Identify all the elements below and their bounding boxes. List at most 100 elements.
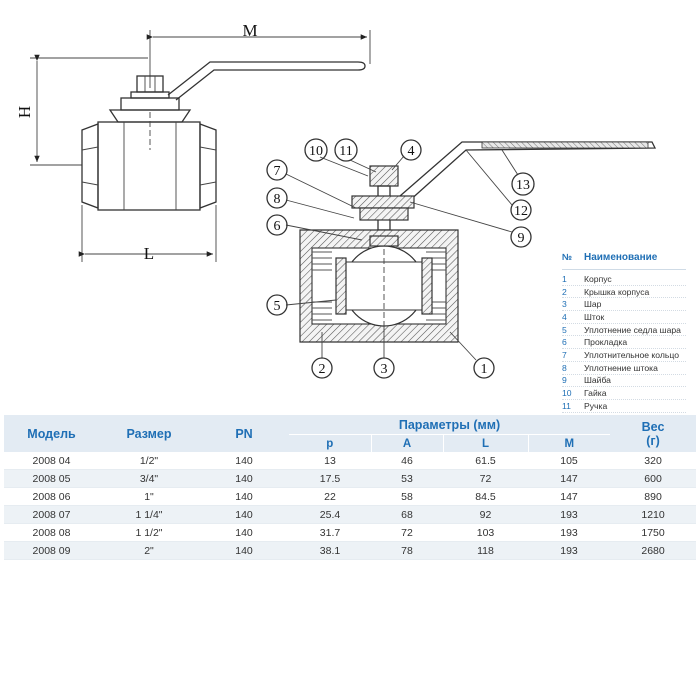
part-name: Уплотнение седла шара xyxy=(584,324,681,335)
parts-legend-item: 2 Крышка корпуса xyxy=(562,286,686,299)
callout-7: 7 xyxy=(274,164,281,179)
callout-5: 5 xyxy=(274,299,281,314)
cell-model: 2008 05 xyxy=(4,469,99,488)
cell-size: 1/2" xyxy=(99,452,199,470)
cell-pn: 140 xyxy=(199,523,289,542)
parts-legend-item: 10 Гайка xyxy=(562,387,686,400)
part-name: Уплотнительное кольцо xyxy=(584,349,679,360)
part-name: Шток xyxy=(584,311,605,322)
part-number: 11 xyxy=(562,400,571,411)
cell-m: 193 xyxy=(528,541,611,560)
cell-weight: 1750 xyxy=(610,523,697,542)
parts-legend-item: 6 Прокладка xyxy=(562,336,686,350)
cell-size: 1 1/4" xyxy=(99,505,199,524)
cell-l: 103 xyxy=(443,523,528,542)
parts-legend-item: 4 Шток xyxy=(562,311,686,324)
cell-p: 22 xyxy=(289,487,371,506)
cell-m: 147 xyxy=(528,469,611,488)
header-model: Модель xyxy=(4,415,99,452)
cell-weight: 890 xyxy=(610,487,697,506)
part-number: 6 xyxy=(562,337,567,348)
cell-p: 13 xyxy=(289,452,371,470)
parts-header-no: № xyxy=(562,252,573,262)
header-l: L xyxy=(443,434,529,452)
cell-m: 105 xyxy=(528,452,611,470)
external-view: M H L xyxy=(15,21,371,263)
header-weight: Вес (г) xyxy=(610,415,697,452)
cell-a: 58 xyxy=(371,487,443,506)
part-name: Прокладка xyxy=(584,337,628,348)
callout-1: 1 xyxy=(481,362,488,377)
part-name: Ручка xyxy=(584,400,608,411)
callout-4: 4 xyxy=(408,144,415,159)
header-a: A xyxy=(371,434,444,452)
cell-p: 31.7 xyxy=(289,523,371,542)
dim-m-label: M xyxy=(242,21,257,40)
callout-13: 13 xyxy=(516,178,530,193)
cell-a: 72 xyxy=(371,523,443,542)
cell-p: 38.1 xyxy=(289,541,371,560)
cell-a: 78 xyxy=(371,541,443,560)
dim-h-label: H xyxy=(15,106,34,118)
cell-size: 1 1/2" xyxy=(99,523,199,542)
cell-size: 3/4" xyxy=(99,469,199,488)
cell-size: 1" xyxy=(99,487,199,506)
cell-l: 92 xyxy=(443,505,528,524)
cell-p: 17.5 xyxy=(289,469,371,488)
dim-l-label: L xyxy=(144,244,154,263)
part-number: 2 xyxy=(562,286,567,297)
parts-legend-item: 7 Уплотнительное кольцо xyxy=(562,349,686,362)
cell-pn: 140 xyxy=(199,469,289,488)
parts-legend-item: 11 Ручка xyxy=(562,400,686,413)
cell-p: 25.4 xyxy=(289,505,371,524)
part-number: 5 xyxy=(562,324,567,335)
cell-pn: 140 xyxy=(199,487,289,506)
part-number: 7 xyxy=(562,349,567,360)
part-name: Уплотнение штока xyxy=(584,362,658,373)
cell-model: 2008 09 xyxy=(4,541,99,560)
part-name: Гайка xyxy=(584,388,607,399)
cell-pn: 140 xyxy=(199,541,289,560)
callout-9: 9 xyxy=(518,231,525,246)
part-number: 4 xyxy=(562,311,567,322)
cell-pn: 140 xyxy=(199,505,289,524)
section-view xyxy=(299,141,657,343)
cell-l: 61.5 xyxy=(443,452,528,470)
valve-drawings: M H L xyxy=(15,21,657,379)
parts-header-name: Наименование xyxy=(584,251,658,263)
cell-pn: 140 xyxy=(199,452,289,470)
spec-table: Модель Размер PN Параметры (мм) Вес (г) … xyxy=(4,415,697,560)
cell-l: 118 xyxy=(443,541,528,560)
callout-12: 12 xyxy=(514,204,528,219)
cell-weight: 2680 xyxy=(610,541,697,560)
header-pn: PN xyxy=(199,415,289,452)
header-weight-line2: (г) xyxy=(646,433,660,448)
cell-l: 72 xyxy=(443,469,528,488)
part-number: 1 xyxy=(562,273,567,284)
callout-6: 6 xyxy=(274,219,281,234)
part-name: Шар xyxy=(584,299,602,310)
cell-a: 68 xyxy=(371,505,443,524)
cell-weight: 1210 xyxy=(610,505,697,524)
callout-11: 11 xyxy=(339,144,352,159)
header-m: M xyxy=(528,434,611,452)
header-p: p xyxy=(289,434,372,452)
cell-model: 2008 04 xyxy=(4,452,99,470)
cell-weight: 320 xyxy=(610,452,697,470)
part-name: Шайба xyxy=(584,375,611,386)
cell-l: 84.5 xyxy=(443,487,528,506)
header-size: Размер xyxy=(99,415,199,452)
cell-m: 193 xyxy=(528,523,611,542)
cell-weight: 600 xyxy=(610,469,697,488)
part-number: 10 xyxy=(562,388,572,399)
part-name: Крышка корпуса xyxy=(584,286,650,297)
cell-model: 2008 07 xyxy=(4,505,99,524)
